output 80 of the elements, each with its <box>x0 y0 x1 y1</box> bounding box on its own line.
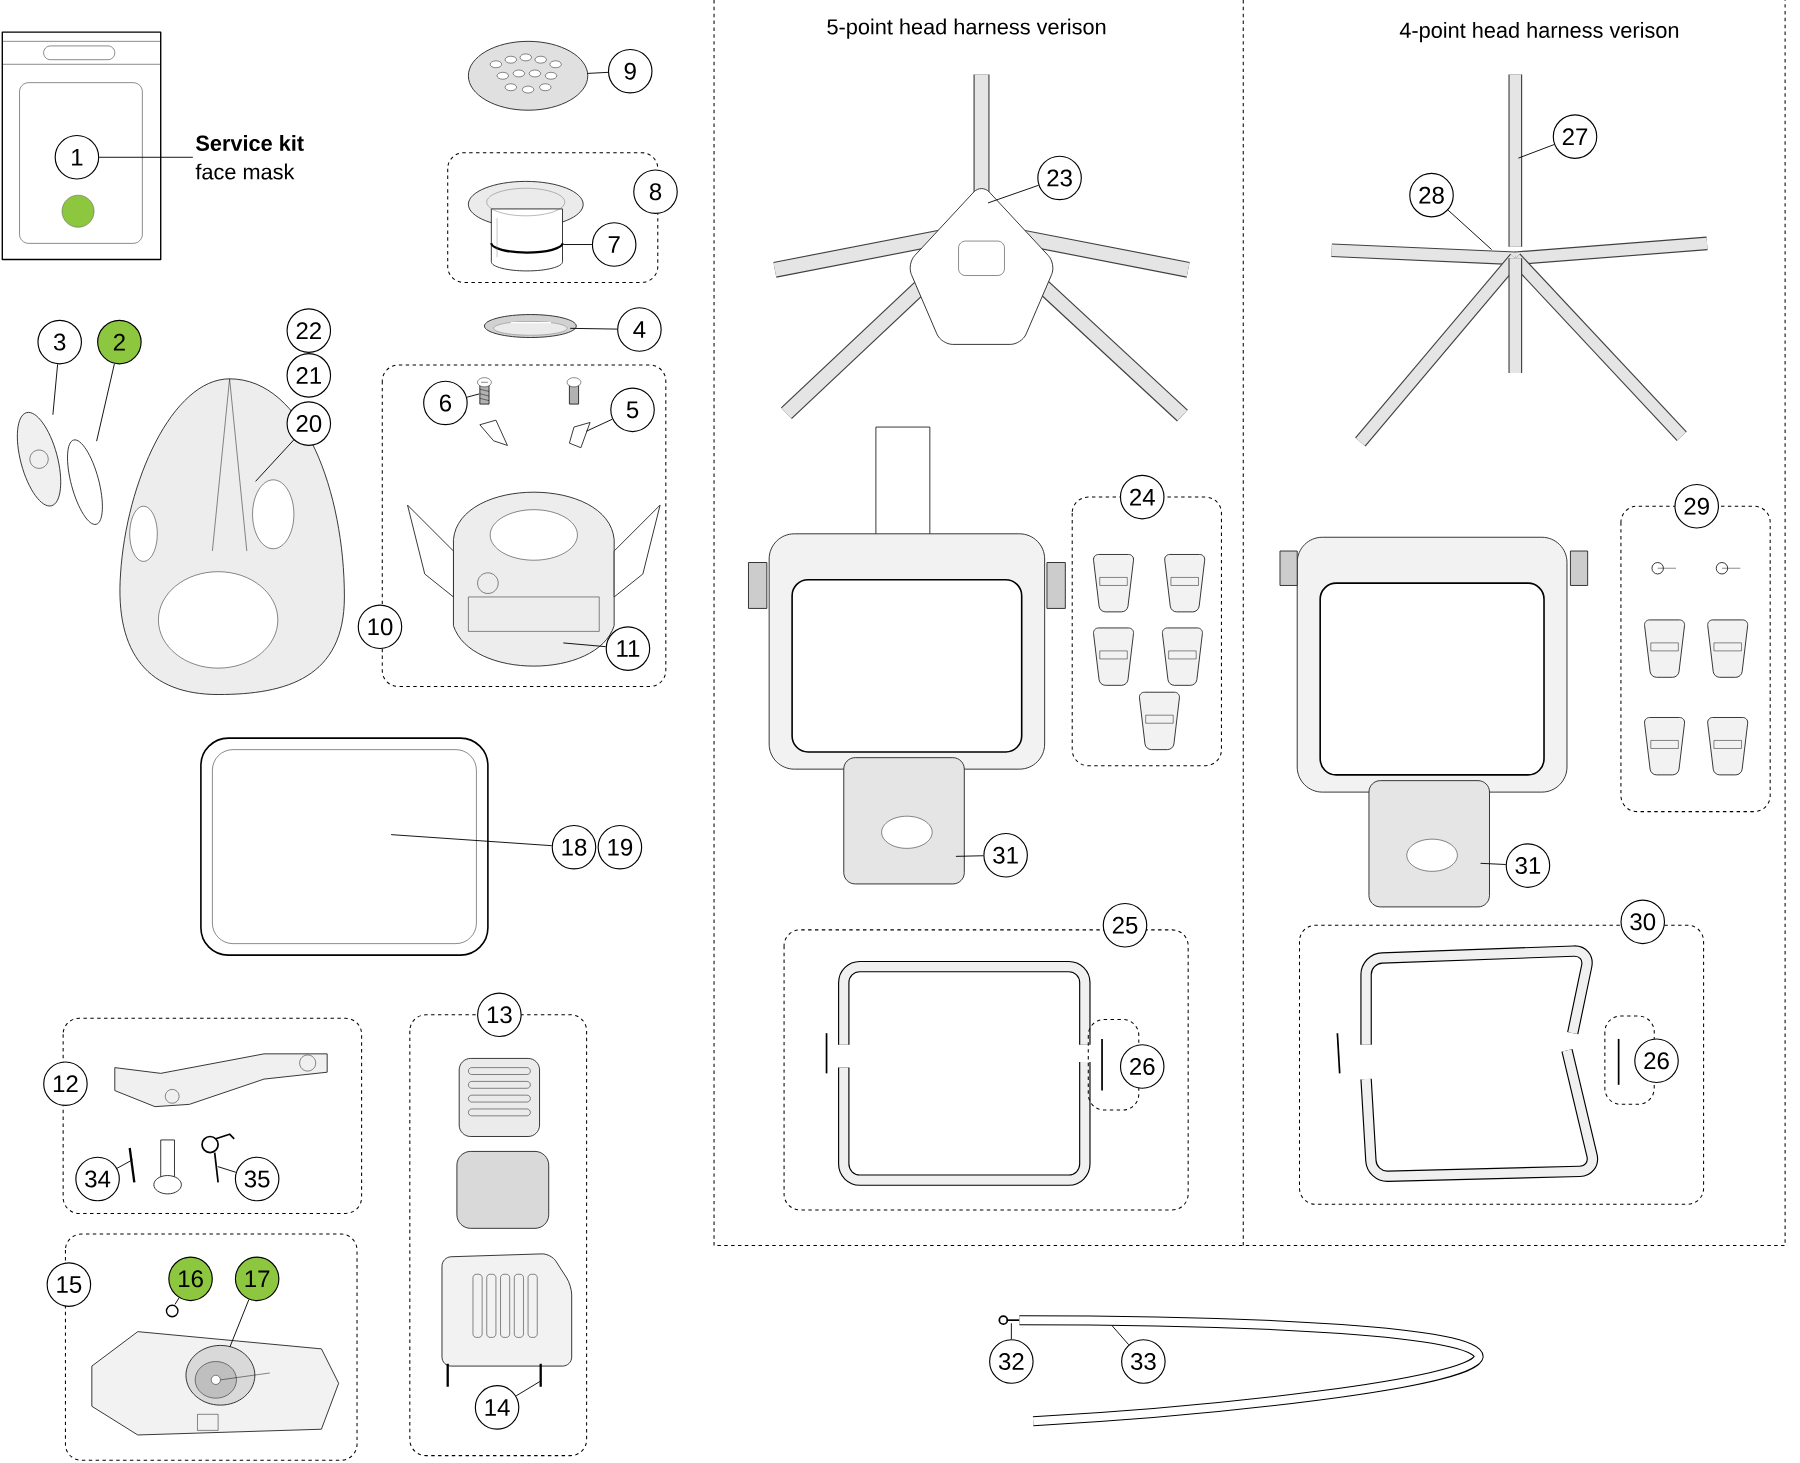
callout-number: 2 <box>97 320 142 365</box>
callout-number: 11 <box>605 626 651 672</box>
callout-number: 31 <box>1505 843 1551 889</box>
leader-line <box>515 1381 541 1397</box>
valve-drawing <box>16 412 62 507</box>
callout-number: 30 <box>1620 899 1666 945</box>
kit-label: Service kit face mask <box>195 135 304 180</box>
callout-number: 34 <box>75 1156 120 1202</box>
full-face-mask-drawing <box>748 426 1066 885</box>
gasket-drawing <box>484 314 577 339</box>
leader-line <box>1480 863 1507 866</box>
spring-drawing <box>201 1133 236 1184</box>
wheel-drawing <box>185 1345 270 1406</box>
callout-number: 27 <box>1552 114 1598 160</box>
callout-number: 32 <box>989 1339 1034 1385</box>
leader-line <box>217 1166 237 1173</box>
visor-drawing <box>200 737 489 957</box>
filter-disc-drawing <box>467 41 589 111</box>
leader-line <box>1010 1323 1012 1340</box>
hook-drawing <box>998 1315 1021 1326</box>
callout-number: 9 <box>607 49 653 94</box>
callout-number: 19 <box>597 825 643 870</box>
leader-line <box>569 328 618 330</box>
callout-number: 8 <box>633 169 678 215</box>
five-point-harness-drawing <box>773 74 1190 422</box>
clip-drawing <box>568 422 591 449</box>
callout-number: 4 <box>617 307 662 352</box>
callout-number: 18 <box>551 825 597 870</box>
leader-line <box>466 393 480 398</box>
leader-line <box>229 1299 250 1348</box>
callout-number: 22 <box>286 308 332 354</box>
callout-number: 1 <box>54 135 100 180</box>
section-heading: 5-point head harness verison <box>827 18 1106 40</box>
leader-line <box>562 642 607 648</box>
callout-number: 6 <box>423 380 468 426</box>
callout-number: 10 <box>357 604 403 650</box>
callout-number: 29 <box>1674 484 1719 529</box>
callout-number: 26 <box>1634 1038 1679 1084</box>
callout-number: 15 <box>46 1262 92 1308</box>
leader-line <box>1111 1325 1130 1346</box>
full-face-mask-drawing <box>1279 537 1589 908</box>
callout-number: 21 <box>286 353 332 398</box>
yoke-drawing <box>407 492 661 667</box>
callout-number: 14 <box>474 1385 520 1430</box>
head-strap-drawing <box>1508 74 1523 248</box>
callout-number: 17 <box>234 1256 280 1302</box>
callout-number: 35 <box>234 1156 280 1202</box>
callout-number: 3 <box>37 320 82 365</box>
four-point-harness-drawing <box>1331 236 1708 447</box>
callout-number: 12 <box>43 1061 88 1107</box>
leader-line <box>1447 209 1492 251</box>
leader-line <box>987 185 1039 204</box>
valve-housing-drawing <box>467 181 584 272</box>
leader-line <box>1517 144 1555 159</box>
disc-drawing <box>67 439 103 526</box>
cover-drawing <box>441 1253 573 1387</box>
leader-line <box>390 834 553 847</box>
leader-line <box>96 363 115 442</box>
callout-number: 28 <box>1409 173 1454 218</box>
ring-drawing <box>165 1304 179 1318</box>
leader-line <box>586 72 609 75</box>
callout-number: 7 <box>591 222 637 268</box>
leader-line <box>116 1159 133 1169</box>
leader-line <box>562 244 593 246</box>
callout-number: 5 <box>610 387 655 433</box>
leader-line <box>174 1297 180 1306</box>
leader-line <box>98 157 194 158</box>
leader-line <box>955 855 984 858</box>
pin-drawing <box>128 1148 136 1183</box>
callout-number: 26 <box>1119 1044 1165 1089</box>
leader-line <box>52 364 59 416</box>
section-heading: 4-point head harness verison <box>1399 22 1679 43</box>
callout-number: 25 <box>1102 903 1148 948</box>
leader-line <box>255 439 295 483</box>
callout-number: 24 <box>1119 475 1165 520</box>
leader-line <box>585 419 613 432</box>
callout-number: 16 <box>168 1256 213 1302</box>
screw-drawing <box>477 377 492 405</box>
callout-number: 20 <box>286 401 332 447</box>
callout-number: 13 <box>477 992 522 1038</box>
